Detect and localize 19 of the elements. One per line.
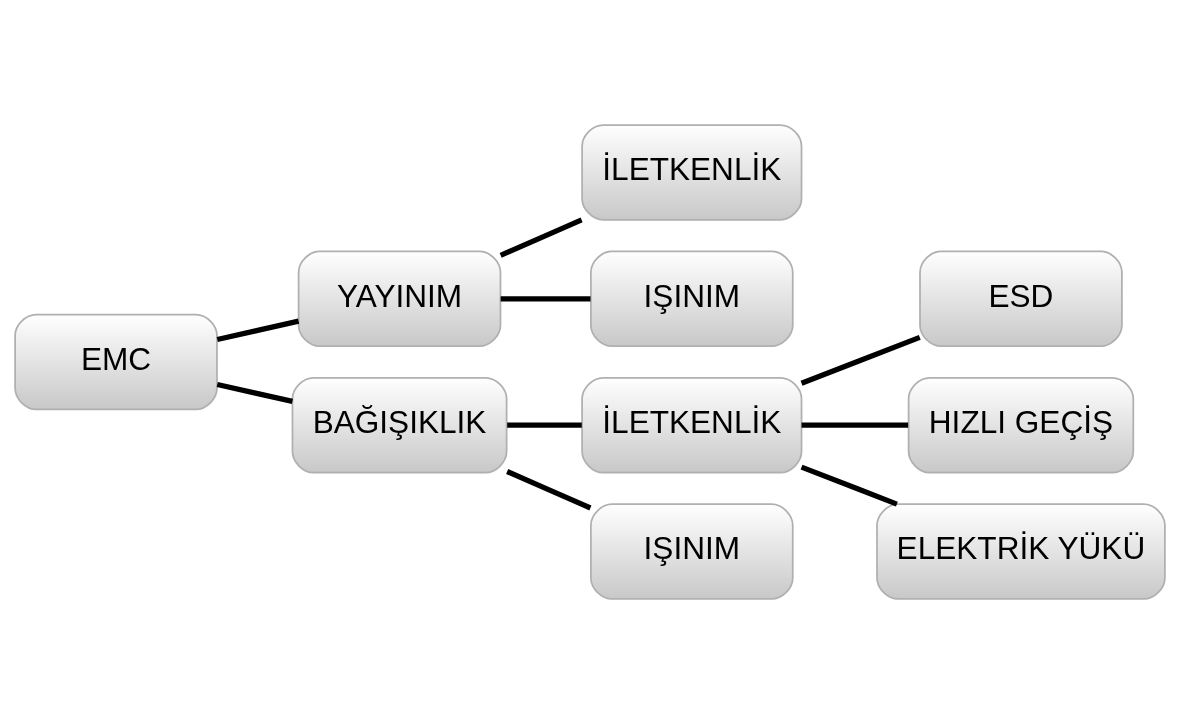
connector: [216, 381, 294, 404]
connector: [216, 318, 300, 343]
connector: [500, 296, 591, 302]
node-box: BAĞIŞIKLIK: [291, 376, 508, 474]
node-box: EMC: [14, 313, 218, 411]
node-box: İLETKENLİK: [581, 124, 803, 221]
connector: [507, 422, 582, 428]
node-box: ESD: [919, 250, 1123, 348]
connector: [800, 464, 898, 507]
node-box: ELEKTRİK YÜKÜ: [876, 503, 1166, 600]
connector: [506, 469, 592, 511]
connector: [800, 334, 921, 386]
node-box: YAYINIM: [297, 250, 502, 348]
node-box: İLETKENLİK: [581, 376, 803, 474]
node-box: IŞINIM: [590, 250, 794, 348]
connector: [499, 217, 583, 258]
node-box: IŞINIM: [590, 503, 794, 600]
connector: [801, 422, 909, 428]
node-box: HIZLI GEÇİŞ: [907, 376, 1135, 474]
